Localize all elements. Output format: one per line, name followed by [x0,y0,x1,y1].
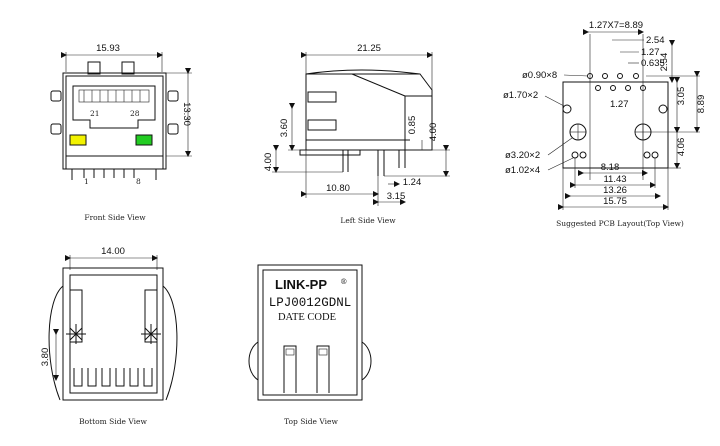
led-hole [562,104,572,114]
dim-4-00-right: 4.00 [428,123,439,142]
rj45-opening [72,85,156,129]
dim-8-89: 8.89 [696,95,707,114]
bottom-contacts [73,368,153,387]
signal-holes [587,73,646,91]
dim-3-05: 3.05 [676,87,687,106]
top-tab [87,61,101,75]
side-clip [50,90,62,102]
dim-3-15: 3.15 [387,191,406,202]
dim-0-635: 0.635 [641,58,665,69]
latch-window [318,348,328,356]
left-length-dim: 21.25 [357,43,381,54]
pcb-caption: Suggested PCB Layout(Top View) [556,219,684,228]
dim-11-43: 11.43 [603,174,626,185]
bottom-caption: Bottom Side View [79,417,147,426]
contact-area [78,89,150,103]
date-code: DATE CODE [278,312,336,323]
latch-slot [307,119,337,131]
hole-170-label: ø1.70×2 [503,90,538,101]
dim-1-27-top: 1.27 [641,47,660,58]
top-curve [305,69,421,75]
pin-label-28: 28 [130,109,140,118]
leader [544,95,565,107]
left-leads [342,150,406,176]
latch-window [285,348,295,356]
leader [563,74,589,77]
top-side-view: LINK-PP ® LPJ0012GDNL DATE CODE Top Side… [248,264,372,426]
top-inner [262,269,358,396]
bottom-body [62,267,164,401]
dim-4-00-left: 4.00 [263,153,274,172]
shield-fold [351,73,406,150]
dim-4-06: 4.06 [676,138,687,157]
flex-tab-left [48,285,64,401]
dim-13-26: 13.26 [603,185,627,196]
brand-registered-mark: ® [340,277,348,286]
contact-pins [83,90,141,102]
front-height-dim: 13.30 [181,102,192,126]
top-caption: Top Side View [284,417,338,426]
top-tab [121,61,135,75]
dim-2-54-top: 2.54 [646,35,665,46]
front-body [62,72,167,170]
latch-slot-right [316,345,330,393]
dim-15-75: 15.75 [603,196,627,207]
front-base [65,155,164,170]
latch-slot [307,91,337,103]
dim-3-60: 3.60 [279,119,290,138]
side-clip [167,123,179,135]
dim-0-85: 0.85 [407,116,418,135]
bottom-width-dim: 14.00 [101,246,125,257]
leader [547,137,573,156]
hole-102-label: ø1.02×4 [505,165,540,176]
front-caption: Front Side View [84,213,146,222]
led-green [135,134,153,146]
dim-2-54-right: 2.54 [659,53,670,72]
pin-label-1: 1 [84,177,89,186]
pitch-dim: 1.27X7=8.89 [589,20,643,31]
pcb-layout-view: 1.27X7=8.89 2.54 1.27 0.635 2.54 ø0.90×8 [503,20,707,228]
standoff [299,149,361,156]
post-cross-left [66,324,86,344]
pin-label-21: 21 [90,109,100,118]
post-cross-right [141,324,161,344]
led-hole [658,104,668,114]
left-side-view: 21.25 3.60 4.00 0.85 4.00 [263,43,450,225]
front-leads [71,169,157,180]
hole-090-label: ø0.90×8 [522,70,557,81]
led-yellow [69,134,87,146]
left-housing [305,73,433,151]
dim-10-80: 10.80 [326,183,350,194]
side-clip [167,90,179,102]
brand-name: LINK-PP [275,277,327,292]
leader [547,157,574,171]
top-side-curve-left [248,341,259,381]
front-side-view: 15.93 21 28 [50,43,192,222]
left-caption: Left Side View [340,216,396,225]
dim-1-27-mid: 1.27 [610,99,629,110]
latch-slot-left [283,345,297,393]
top-body [257,264,363,401]
shield-holes [571,151,659,159]
bottom-side-view: 14.00 3.80 Bottom Side View [40,246,178,426]
pin-label-8: 8 [136,177,141,186]
part-number: LPJ0012GDNL [269,296,352,310]
dim-8-18: 8.18 [601,162,620,173]
front-width-dim: 15.93 [96,43,120,54]
bottom-height-dim: 3.80 [40,348,51,367]
side-clip [50,123,62,135]
dim-1-24: 1.24 [403,177,422,188]
flex-tab-right [162,285,178,401]
top-side-curve-right [361,341,372,381]
hole-320-label: ø3.20×2 [505,150,540,161]
